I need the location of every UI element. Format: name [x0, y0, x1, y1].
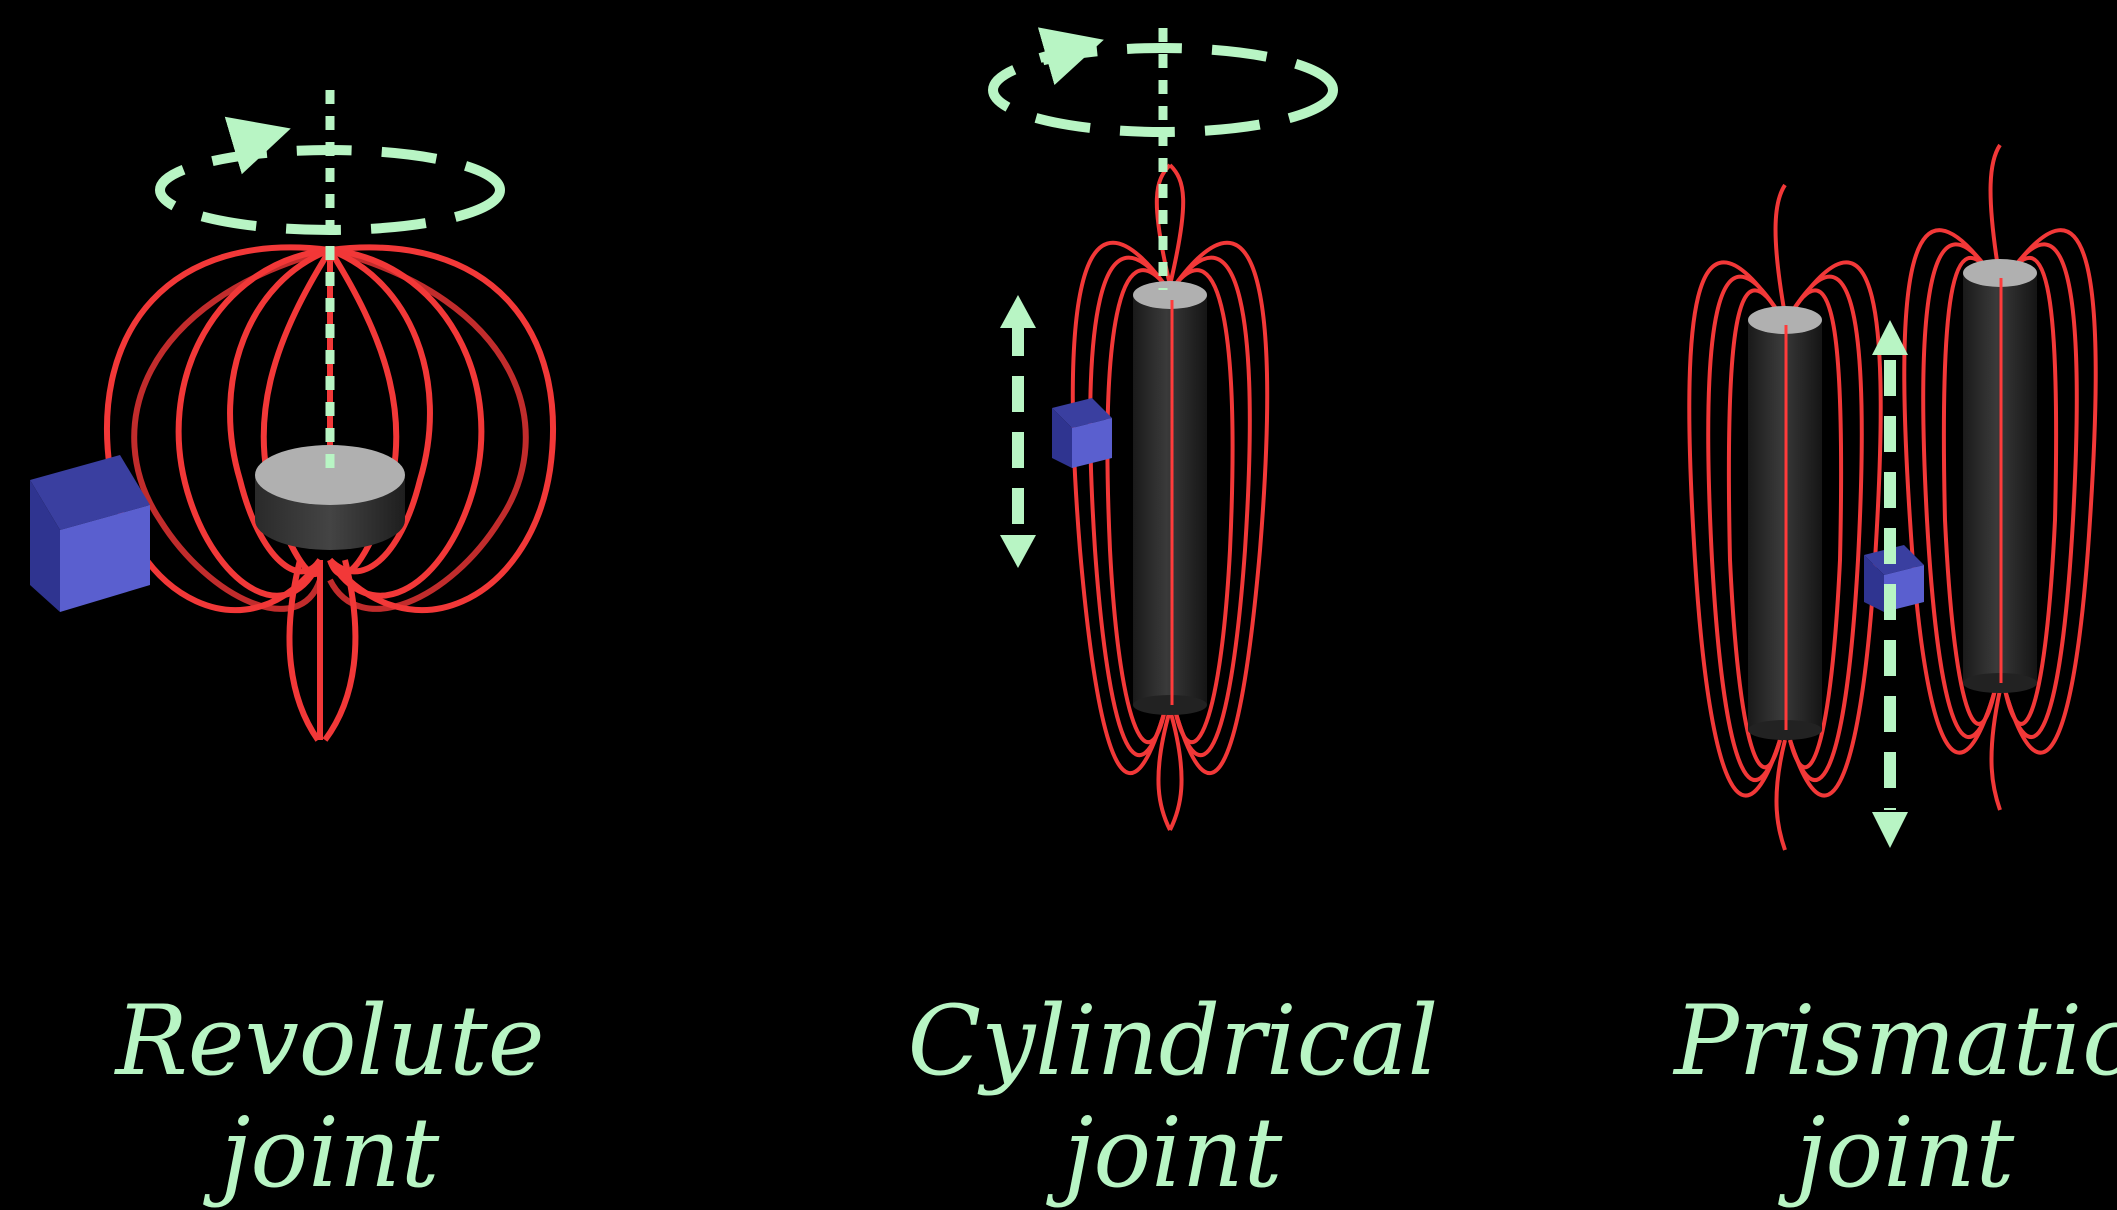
revolute-caption-line2: joint — [30, 1097, 630, 1209]
cylindrical-joint-illustration — [993, 28, 1333, 830]
prismatic-joint-illustration — [1689, 145, 2095, 850]
cylindrical-translation-arrow — [1000, 295, 1036, 568]
cylindrical-caption-line2: joint — [873, 1097, 1473, 1209]
revolute-joint-illustration — [30, 90, 553, 740]
cylindrical-caption-line1: Cylindrical — [873, 985, 1473, 1097]
prismatic-caption-line2: joint — [1605, 1097, 2117, 1209]
prismatic-caption-line1: Prismatic — [1605, 985, 2117, 1097]
revolute-caption: Revolute joint — [30, 985, 630, 1209]
prismatic-rod-magnet-left — [1748, 306, 1822, 740]
revolute-cube — [30, 455, 150, 612]
prismatic-caption: Prismatic joint — [1605, 985, 2117, 1209]
prismatic-rod-magnet-right — [1963, 259, 2037, 693]
cylindrical-caption: Cylindrical joint — [873, 985, 1473, 1209]
cylindrical-rod-magnet — [1133, 281, 1207, 715]
revolute-rotation-indicator — [160, 90, 500, 470]
cylindrical-cube — [1052, 398, 1112, 468]
revolute-caption-line1: Revolute — [30, 985, 630, 1097]
